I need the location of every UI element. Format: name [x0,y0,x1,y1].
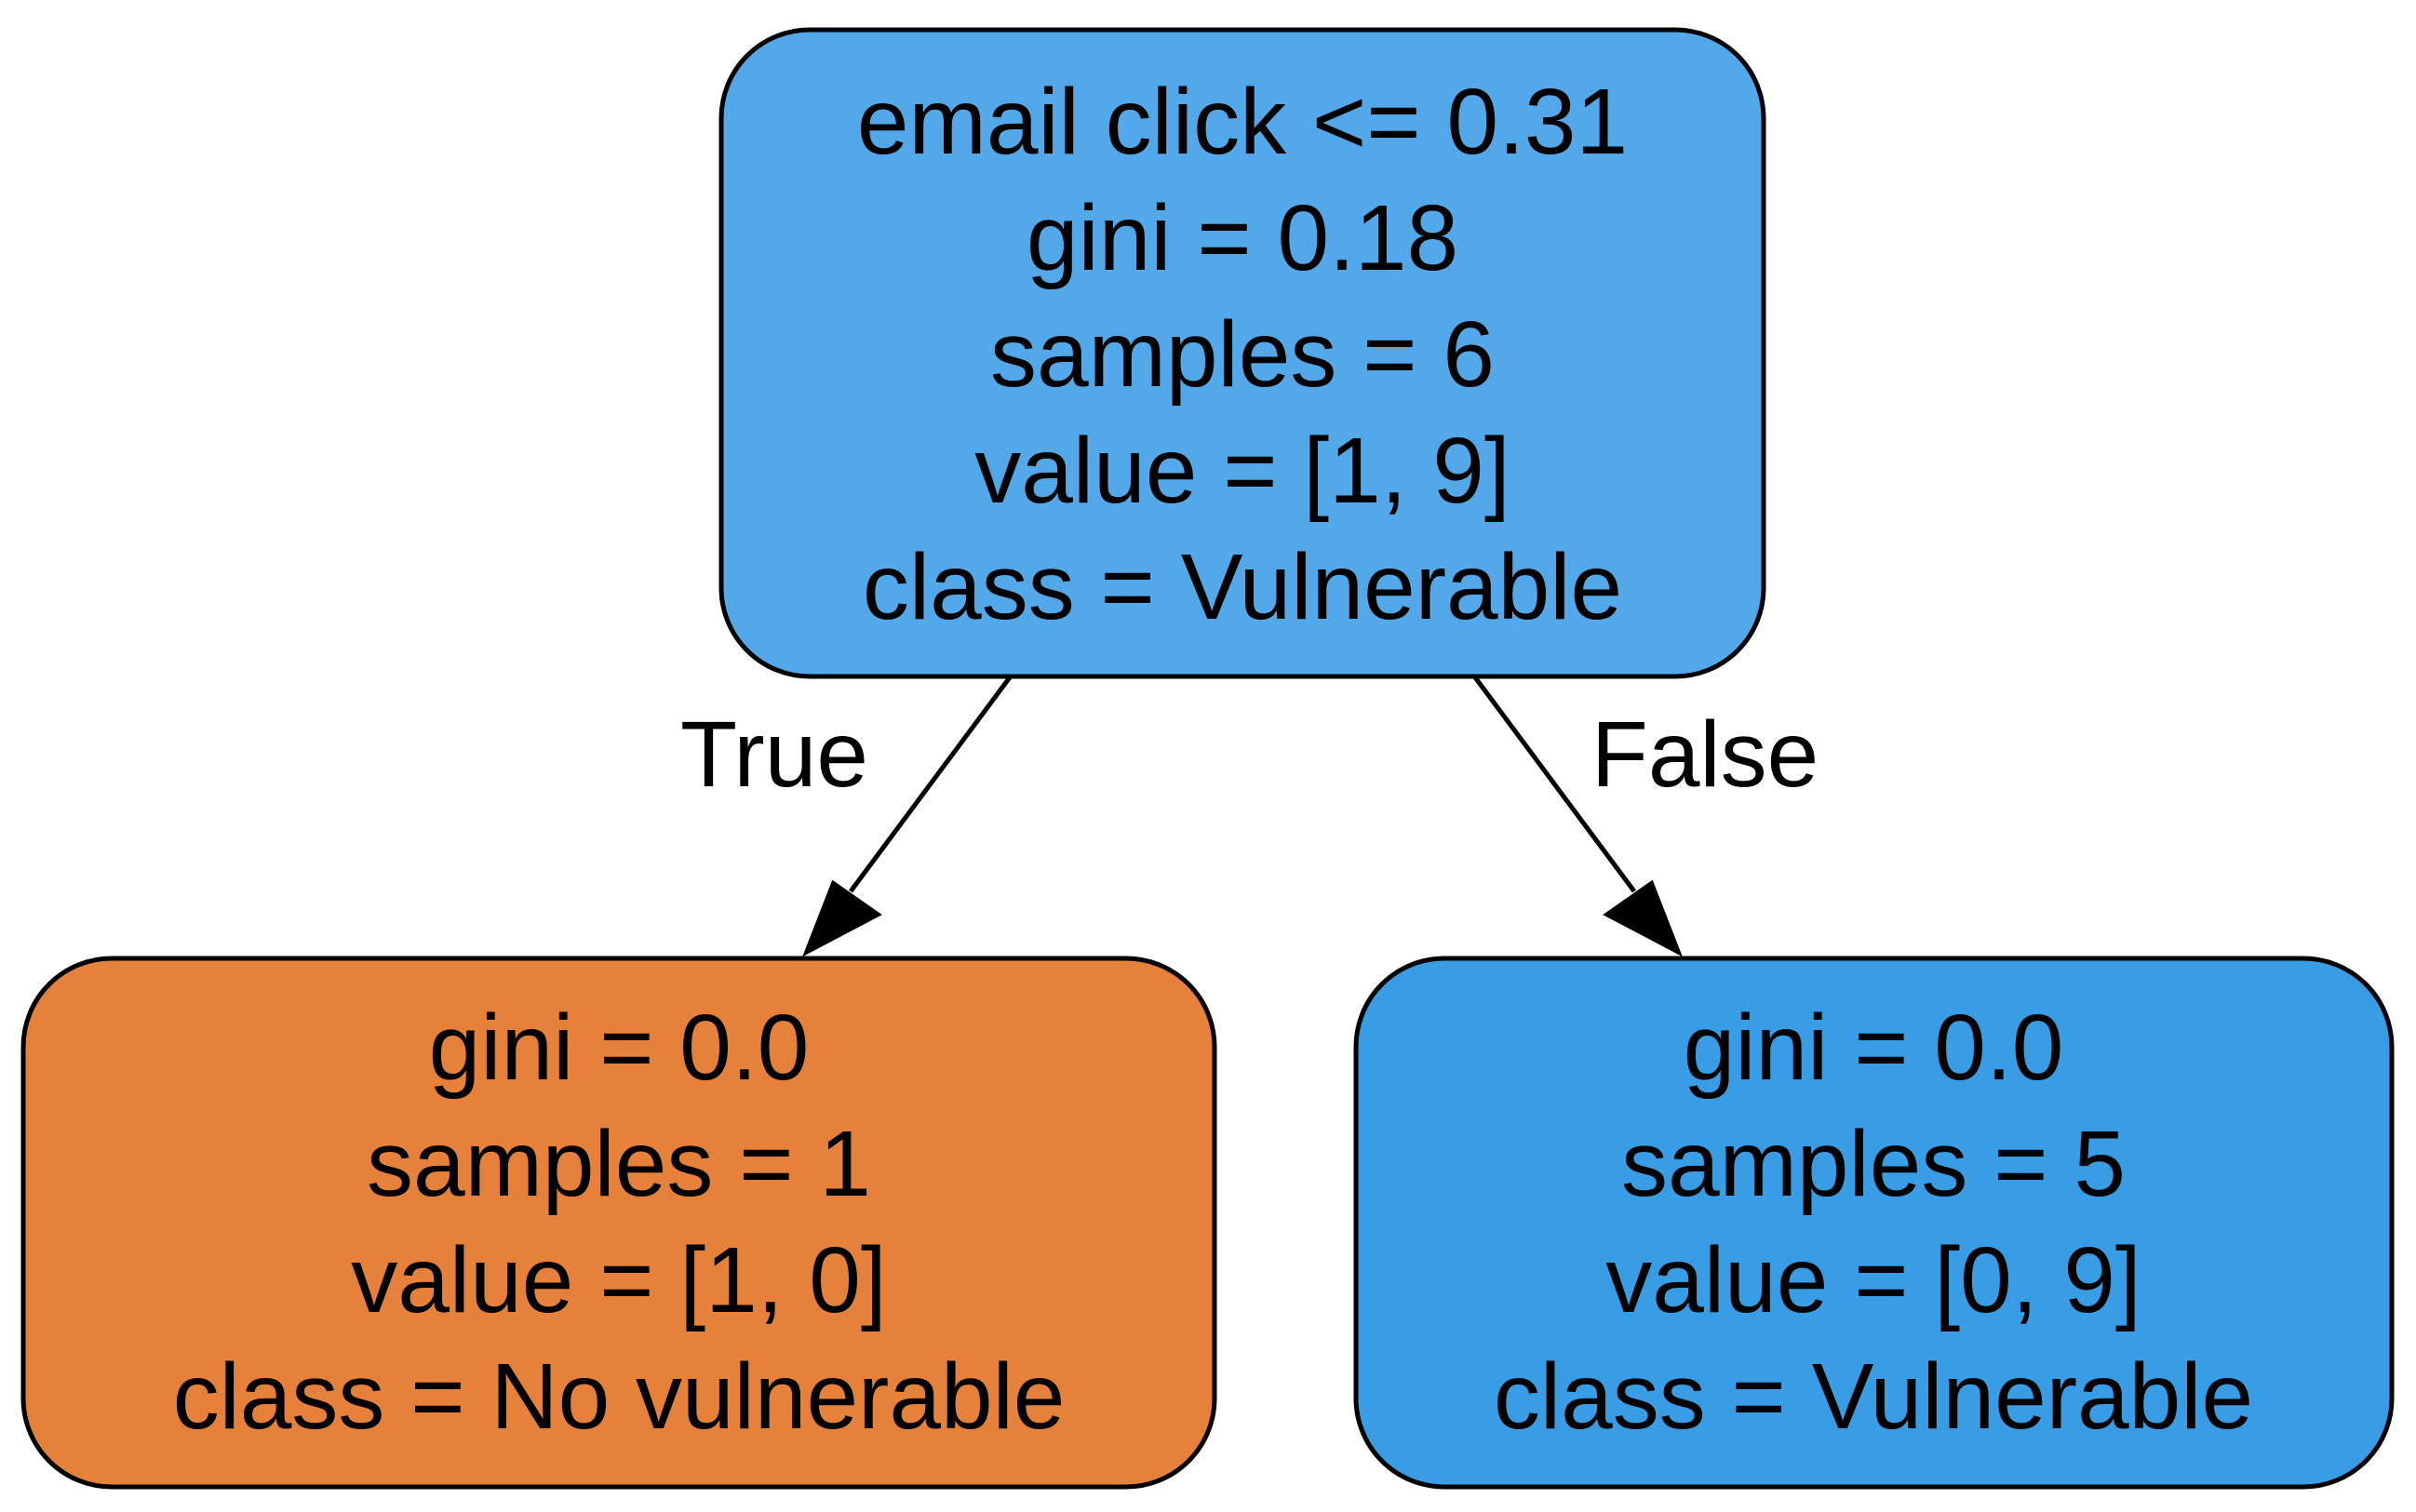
left-leaf-gini: gini = 0.0 [429,996,810,1100]
right-leaf-node-box [1353,956,2395,1490]
edge-true: True [680,676,1013,957]
root-node-box [718,27,1766,679]
root-node-value: value = [1, 9] [974,419,1510,523]
left-leaf-samples: samples = 1 [367,1112,871,1216]
root-node-class: class = Vulnerable [863,535,1622,639]
right-leaf-node: gini = 0.0 samples = 5 value = [0, 9] cl… [1353,956,2395,1490]
right-leaf-samples: samples = 5 [1621,1112,2126,1216]
edge-false-line [1472,676,1637,893]
edge-false-arrowhead [1603,879,1683,957]
root-node: email click <= 0.31 gini = 0.18 samples … [718,27,1766,679]
left-leaf-class: class = No vulnerable [173,1345,1066,1449]
edge-false: False [1472,676,1819,957]
left-leaf-node: gini = 0.0 samples = 1 value = [1, 0] cl… [20,956,1217,1490]
left-leaf-node-box [20,956,1217,1490]
edge-true-arrowhead [802,879,882,957]
right-leaf-gini: gini = 0.0 [1684,996,2064,1100]
right-leaf-class: class = Vulnerable [1494,1345,2253,1449]
left-leaf-value: value = [1, 0] [351,1228,886,1332]
edge-true-line [848,676,1013,893]
root-node-split-rule: email click <= 0.31 [857,70,1628,174]
right-leaf-value: value = [0, 9] [1605,1228,2141,1332]
edge-false-label: False [1591,702,1819,807]
root-node-samples: samples = 6 [990,302,1495,407]
root-node-gini: gini = 0.18 [1027,186,1458,290]
edge-true-label: True [680,702,868,807]
